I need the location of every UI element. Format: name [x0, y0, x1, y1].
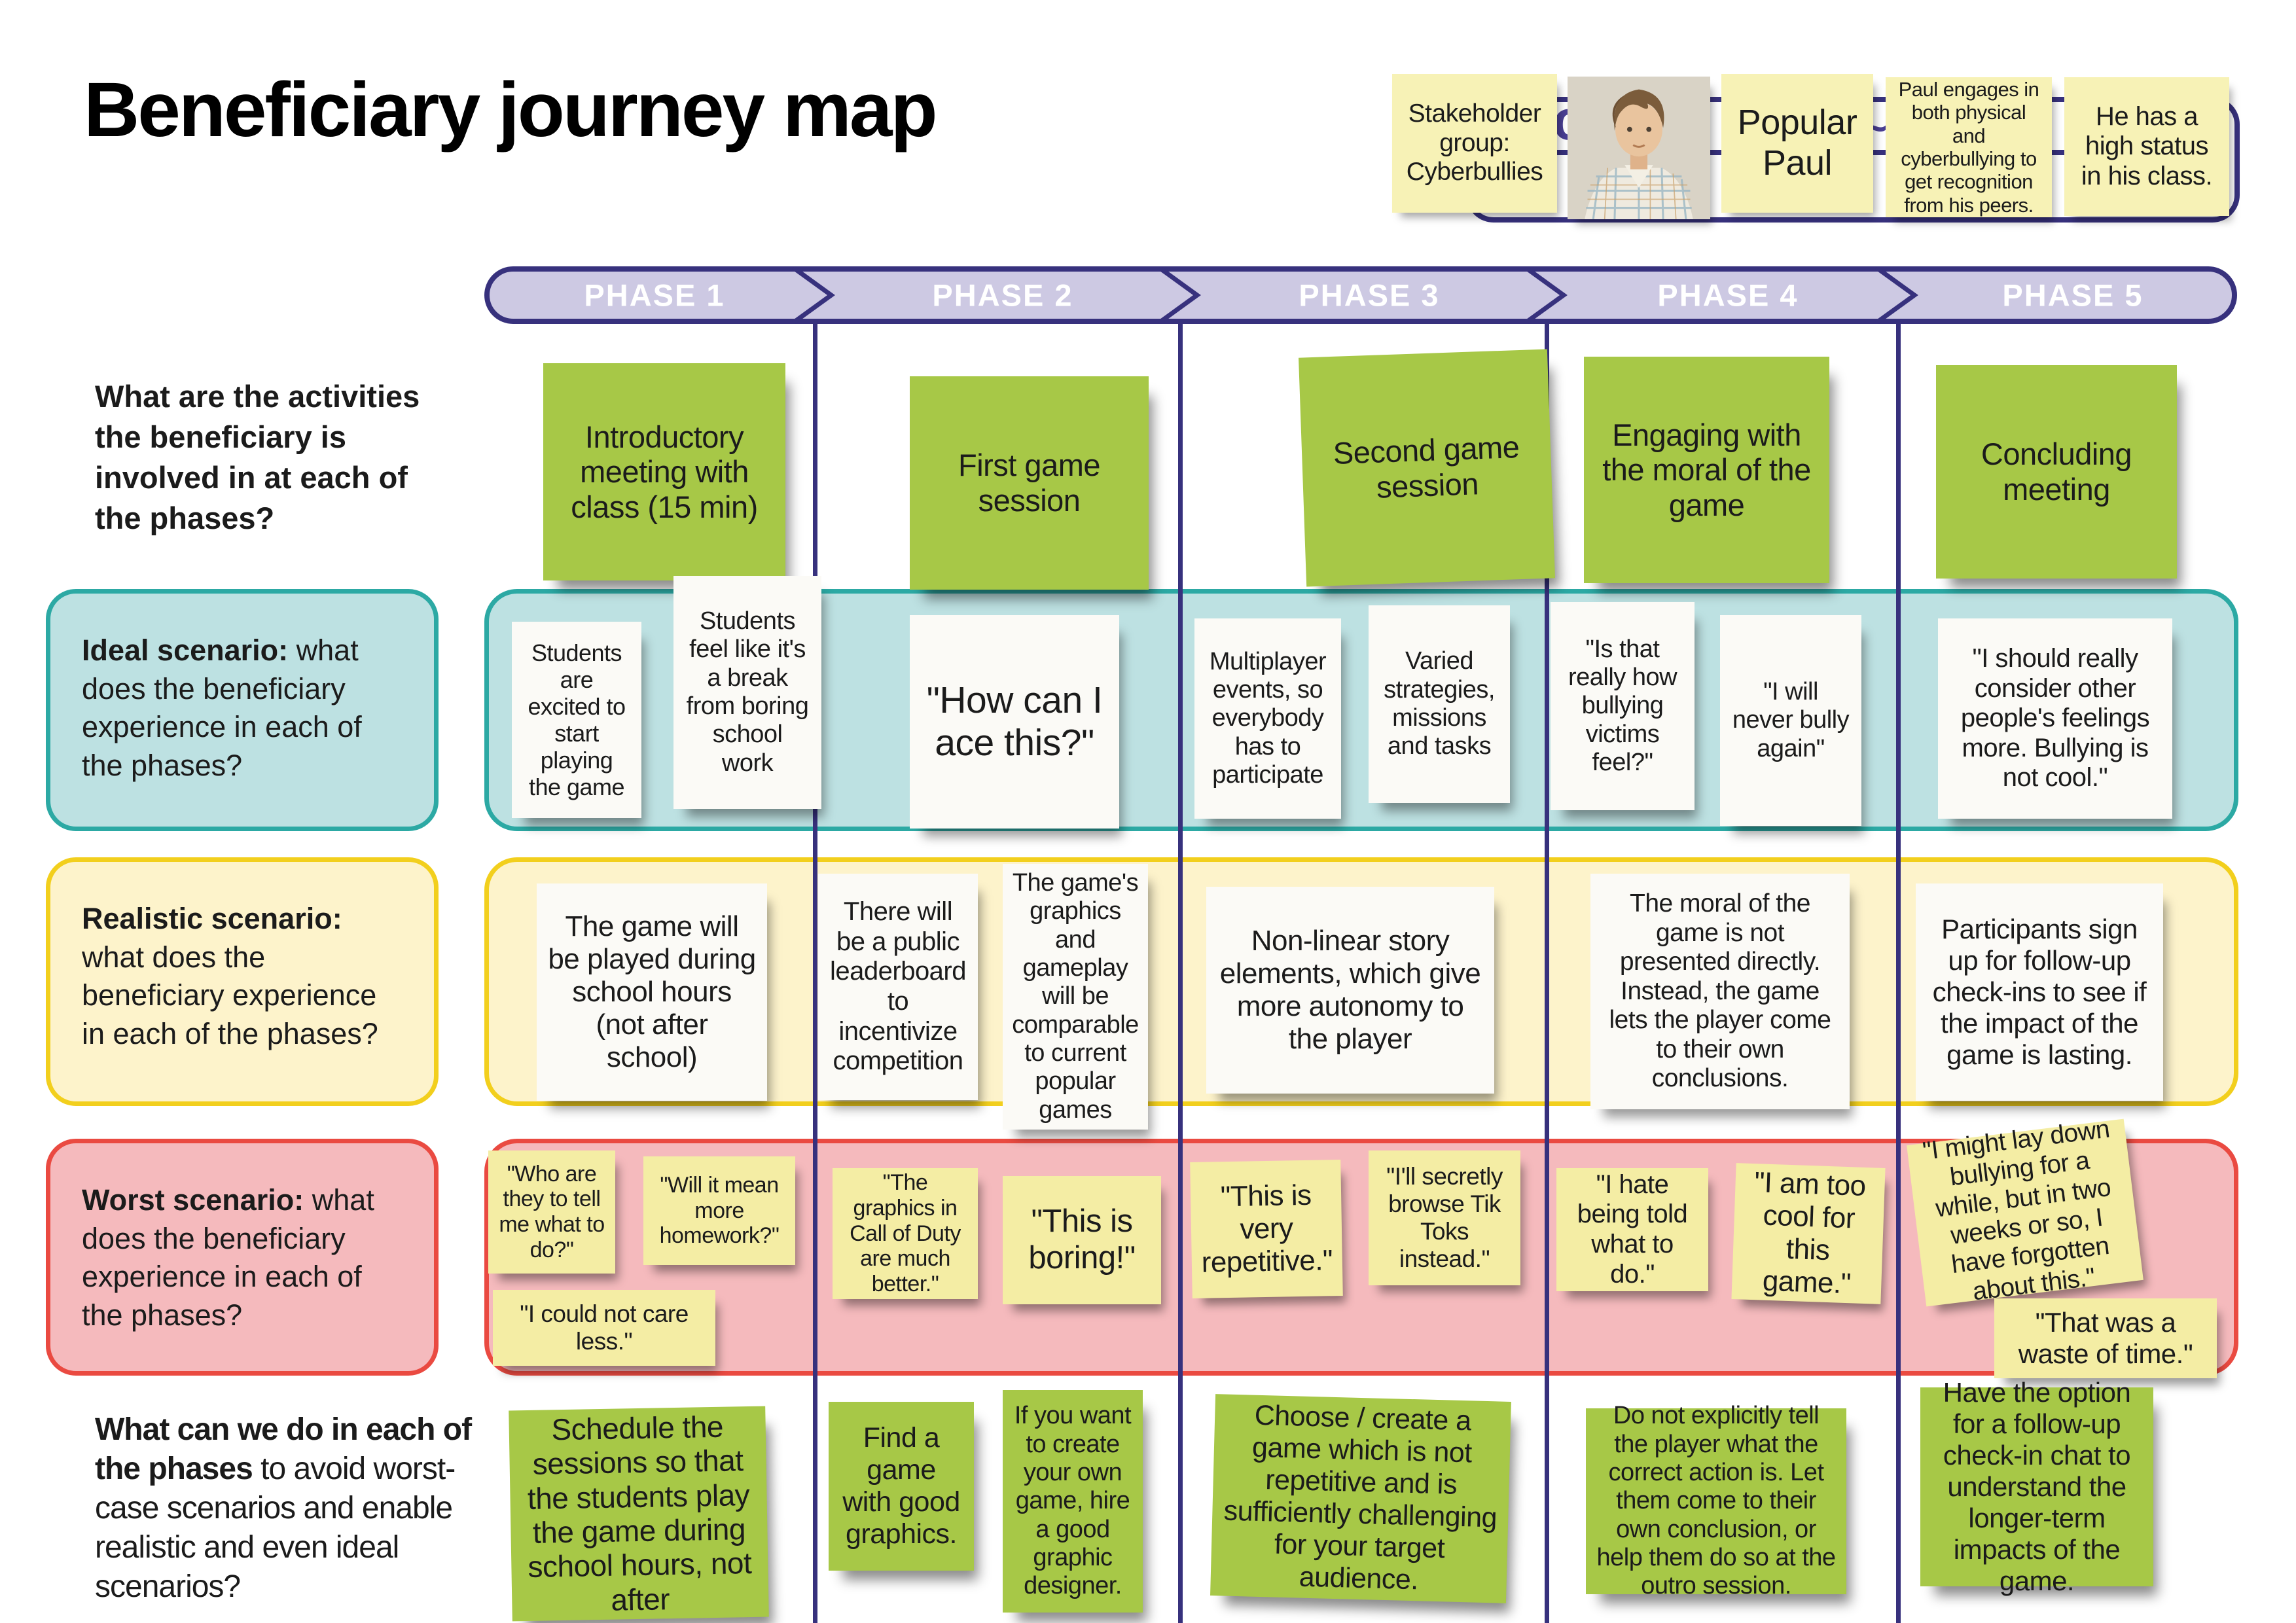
sticky-note-realistic[interactable]: The moral of the game is not presented d…	[1590, 874, 1850, 1109]
column-divider	[1545, 323, 1549, 1623]
sticky-note-ideal[interactable]: Students are excited to start playing th…	[512, 622, 641, 818]
sticky-note-action-phase2b[interactable]: If you want to create your own game, hir…	[1003, 1390, 1143, 1613]
sticky-note-action-phase3[interactable]: Choose / create a game which is not repe…	[1210, 1394, 1511, 1603]
sticky-note-realistic[interactable]: The game will be played during school ho…	[537, 883, 767, 1101]
tab-phase-2: PHASE 2	[932, 277, 1073, 313]
sticky-note-worst[interactable]: "Will it mean more homework?"	[643, 1156, 795, 1265]
sticky-note-worst[interactable]: "I might lay down bullying for a while, …	[1907, 1115, 2144, 1307]
sticky-note-activity-phase4[interactable]: Engaging with the moral of the game	[1584, 357, 1829, 583]
sticky-note-ideal[interactable]: "I will never bully again"	[1720, 615, 1861, 826]
chevron-divider-icon	[791, 266, 835, 324]
sticky-note-ideal[interactable]: "How can I ace this?"	[910, 615, 1119, 829]
sticky-note-ideal[interactable]: Students feel like it's a break from bor…	[673, 576, 821, 809]
page-title: Beneficiary journey map	[84, 67, 938, 153]
row-label-worst: Worst scenario: what does the beneficiar…	[46, 1139, 439, 1376]
tab-phase-3: PHASE 3	[1299, 277, 1440, 313]
sticky-note-persona-description[interactable]: Paul engages in both physical and cyberb…	[1886, 77, 2052, 217]
sticky-note-realistic[interactable]: There will be a public leaderboard to in…	[818, 874, 978, 1100]
sticky-note-action-phase4[interactable]: Do not explicitly tell the player what t…	[1586, 1402, 1846, 1599]
sticky-note-worst[interactable]: "I am too cool for this game."	[1731, 1163, 1886, 1304]
sticky-note-realistic[interactable]: Participants sign up for follow-up check…	[1916, 883, 2163, 1101]
sticky-note-realistic[interactable]: Non-linear story elements, which give mo…	[1206, 887, 1494, 1094]
sticky-note-worst[interactable]: "I'll secretly browse Tik Toks instead."	[1369, 1150, 1520, 1285]
sticky-note-activity-phase1[interactable]: Introductory meeting with class (15 min)	[543, 363, 785, 580]
row-label-actions: What can we do in each of the phases to …	[95, 1412, 472, 1604]
sticky-note-worst[interactable]: "I could not care less."	[493, 1290, 715, 1366]
sticky-note-realistic[interactable]: The game's graphics and gameplay will be…	[1003, 864, 1148, 1130]
column-divider	[1178, 323, 1183, 1623]
chevron-divider-icon	[1157, 266, 1201, 324]
chevron-divider-icon	[1874, 266, 1918, 324]
sticky-note-stakeholder-group[interactable]: Stakeholder group: Cyberbullies	[1392, 74, 1557, 213]
chevron-divider-icon	[1524, 266, 1568, 324]
row-label-activities: What are the activities the beneficiary …	[95, 379, 420, 536]
sticky-note-worst[interactable]: "I hate being told what to do."	[1556, 1168, 1708, 1291]
sticky-note-ideal[interactable]: Multiplayer events, so everybody has to …	[1194, 618, 1341, 819]
sticky-note-worst[interactable]: "This is very repetitive."	[1190, 1160, 1343, 1298]
sticky-note-activity-phase5[interactable]: Concluding meeting	[1936, 365, 2177, 579]
sticky-note-persona-name[interactable]: Popular Paul	[1721, 74, 1873, 213]
sticky-note-action-phase5[interactable]: Have the option for a follow-up check-in…	[1920, 1377, 2153, 1596]
row-label-ideal: Ideal scenario: what does the beneficiar…	[46, 589, 439, 831]
sticky-note-worst[interactable]: "Who are they to tell me what to do?"	[488, 1150, 615, 1274]
column-divider	[1896, 323, 1901, 1623]
row-label-realistic: Realistic scenario: what does the benefi…	[46, 857, 439, 1106]
sticky-note-ideal[interactable]: Varied strategies, missions and tasks	[1369, 605, 1510, 803]
sticky-note-ideal[interactable]: "I should really consider other people's…	[1938, 618, 2172, 819]
sticky-note-action-phase1[interactable]: Schedule the sessions so that the studen…	[509, 1406, 769, 1622]
sticky-note-ideal[interactable]: "Is that really how bullying victims fee…	[1551, 602, 1695, 810]
tab-phase-5: PHASE 5	[2002, 277, 2144, 313]
tab-phase-1: PHASE 1	[584, 277, 725, 313]
phase-header-bar: PHASE 1 PHASE 2 PHASE 3 PHASE 4 PHASE 5	[484, 266, 2237, 324]
sticky-note-worst[interactable]: "This is boring!"	[1003, 1176, 1161, 1304]
persona-photo	[1568, 77, 1710, 219]
sticky-note-action-phase2a[interactable]: Find a game with good graphics.	[829, 1402, 974, 1571]
sticky-note-activity-phase3[interactable]: Second game session	[1299, 349, 1555, 587]
sticky-note-activity-phase2[interactable]: First game session	[910, 376, 1149, 590]
sticky-note-persona-status[interactable]: He has a high status in his class.	[2064, 77, 2229, 216]
sticky-note-worst[interactable]: "The graphics in Call of Duty are much b…	[833, 1168, 978, 1299]
sticky-note-worst[interactable]: "That was a waste of time."	[1994, 1298, 2217, 1378]
column-divider	[813, 323, 817, 1623]
tab-phase-4: PHASE 4	[1657, 277, 1799, 313]
